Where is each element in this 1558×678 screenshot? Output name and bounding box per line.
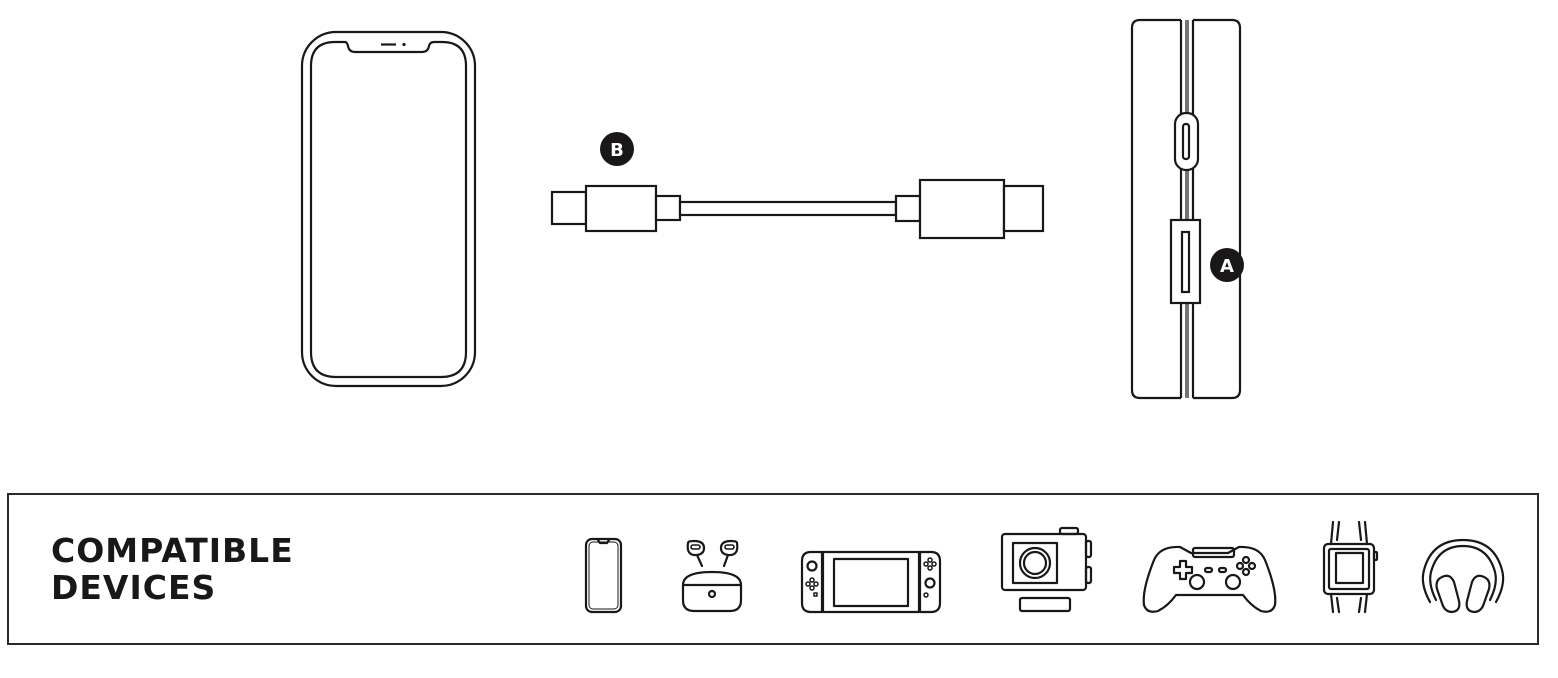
power-bank-illustration (1130, 18, 1242, 400)
usb-a-port (1169, 218, 1202, 305)
svg-text:B: B (610, 140, 624, 161)
smartwatch-icon (1322, 520, 1379, 614)
cable-label-b: B (600, 132, 634, 166)
gamepad-icon (1142, 545, 1277, 613)
usb-c-cable-illustration (550, 178, 1045, 240)
smartphone-icon (584, 537, 623, 614)
compatible-devices-panel (7, 493, 1539, 645)
usb-c-port (1173, 111, 1200, 172)
handheld-console-icon (800, 550, 942, 614)
compatible-devices-title: COMPATIBLE DEVICES (51, 532, 294, 606)
title-line-1: COMPATIBLE (51, 531, 294, 570)
phone-illustration (300, 30, 477, 388)
action-camera-icon (1000, 526, 1093, 613)
headphones-icon (1421, 538, 1505, 614)
title-line-2: DEVICES (51, 568, 217, 607)
earbuds-icon (681, 539, 743, 613)
port-label-a: A (1210, 248, 1244, 282)
svg-text:A: A (1220, 256, 1234, 277)
